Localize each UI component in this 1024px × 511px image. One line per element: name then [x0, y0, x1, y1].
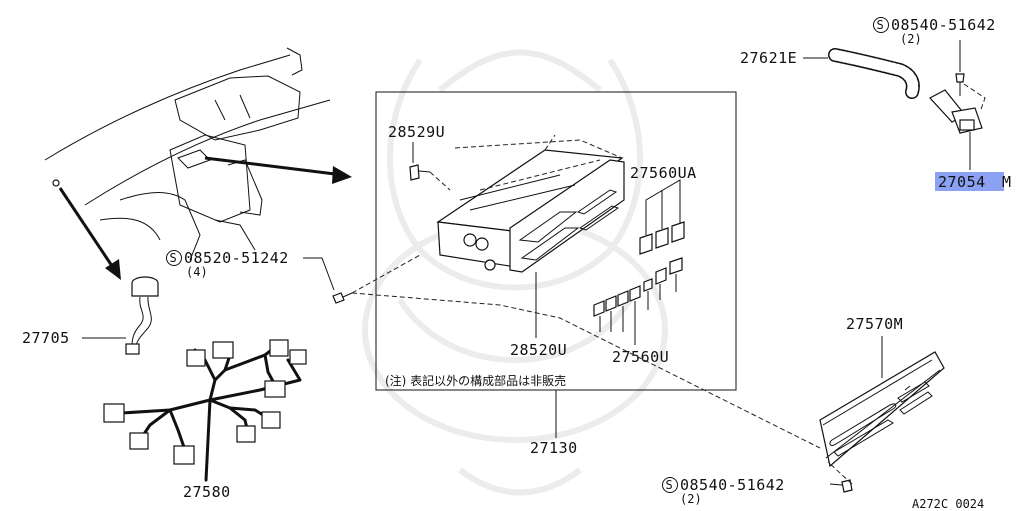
- screw-28529u: [409, 164, 431, 181]
- part-label-27054-suffix: M: [1002, 173, 1012, 191]
- screw-08520-51242: [332, 292, 353, 304]
- svg-text:S: S: [170, 251, 177, 265]
- part-label-27580: 27580: [183, 483, 231, 501]
- part-label-27705: 27705: [22, 329, 70, 347]
- in-car-sensor-27054m: [929, 89, 983, 134]
- sensor-27705: [125, 276, 159, 355]
- wiring-harness-27580: [103, 339, 307, 482]
- part-label-27130: 27130: [530, 439, 578, 457]
- dashboard-illustration: [44, 47, 331, 261]
- clip: [52, 179, 60, 187]
- kit-note: (注) 表記以外の構成部品は非販売: [385, 373, 566, 388]
- buttons-27560ua: [639, 221, 685, 255]
- aspirator-hose-27621e: [828, 48, 920, 99]
- pointer-arrows: [58, 156, 352, 280]
- qty-08540-51642-top: (2): [900, 32, 922, 46]
- qty-08520-51242: (4): [186, 265, 208, 279]
- control-unit-28520u: [436, 149, 625, 273]
- part-label-27560u: 27560U: [612, 348, 669, 366]
- highlight-27054: [935, 172, 1004, 191]
- screw-top-right: [955, 73, 965, 96]
- part-label-27054: 27054: [938, 173, 986, 191]
- part-label-27560ua: 27560UA: [630, 164, 697, 182]
- part-label-28520u: 28520U: [510, 341, 567, 359]
- buttons-27560u: [593, 257, 683, 317]
- svg-text:S: S: [666, 478, 673, 492]
- screw-symbol: [166, 250, 182, 266]
- diagram-code: A272C 0024: [912, 497, 984, 511]
- watermark: [362, 49, 668, 496]
- svg-text:S: S: [877, 18, 884, 32]
- qty-08540-51642-bottom: (2): [680, 492, 702, 506]
- screw-bottom: [829, 479, 853, 493]
- part-label-08520-51242: 08520-51242: [184, 249, 289, 267]
- part-label-08540-51642-bottom: 08540-51642: [680, 476, 785, 494]
- part-label-28529u: 28529U: [388, 123, 445, 141]
- finisher-panel-27570m: [819, 351, 945, 468]
- part-label-27570m: 27570M: [846, 315, 903, 333]
- part-label-27621e: 27621E: [740, 49, 797, 67]
- part-label-08540-51642-top: 08540-51642: [891, 16, 996, 34]
